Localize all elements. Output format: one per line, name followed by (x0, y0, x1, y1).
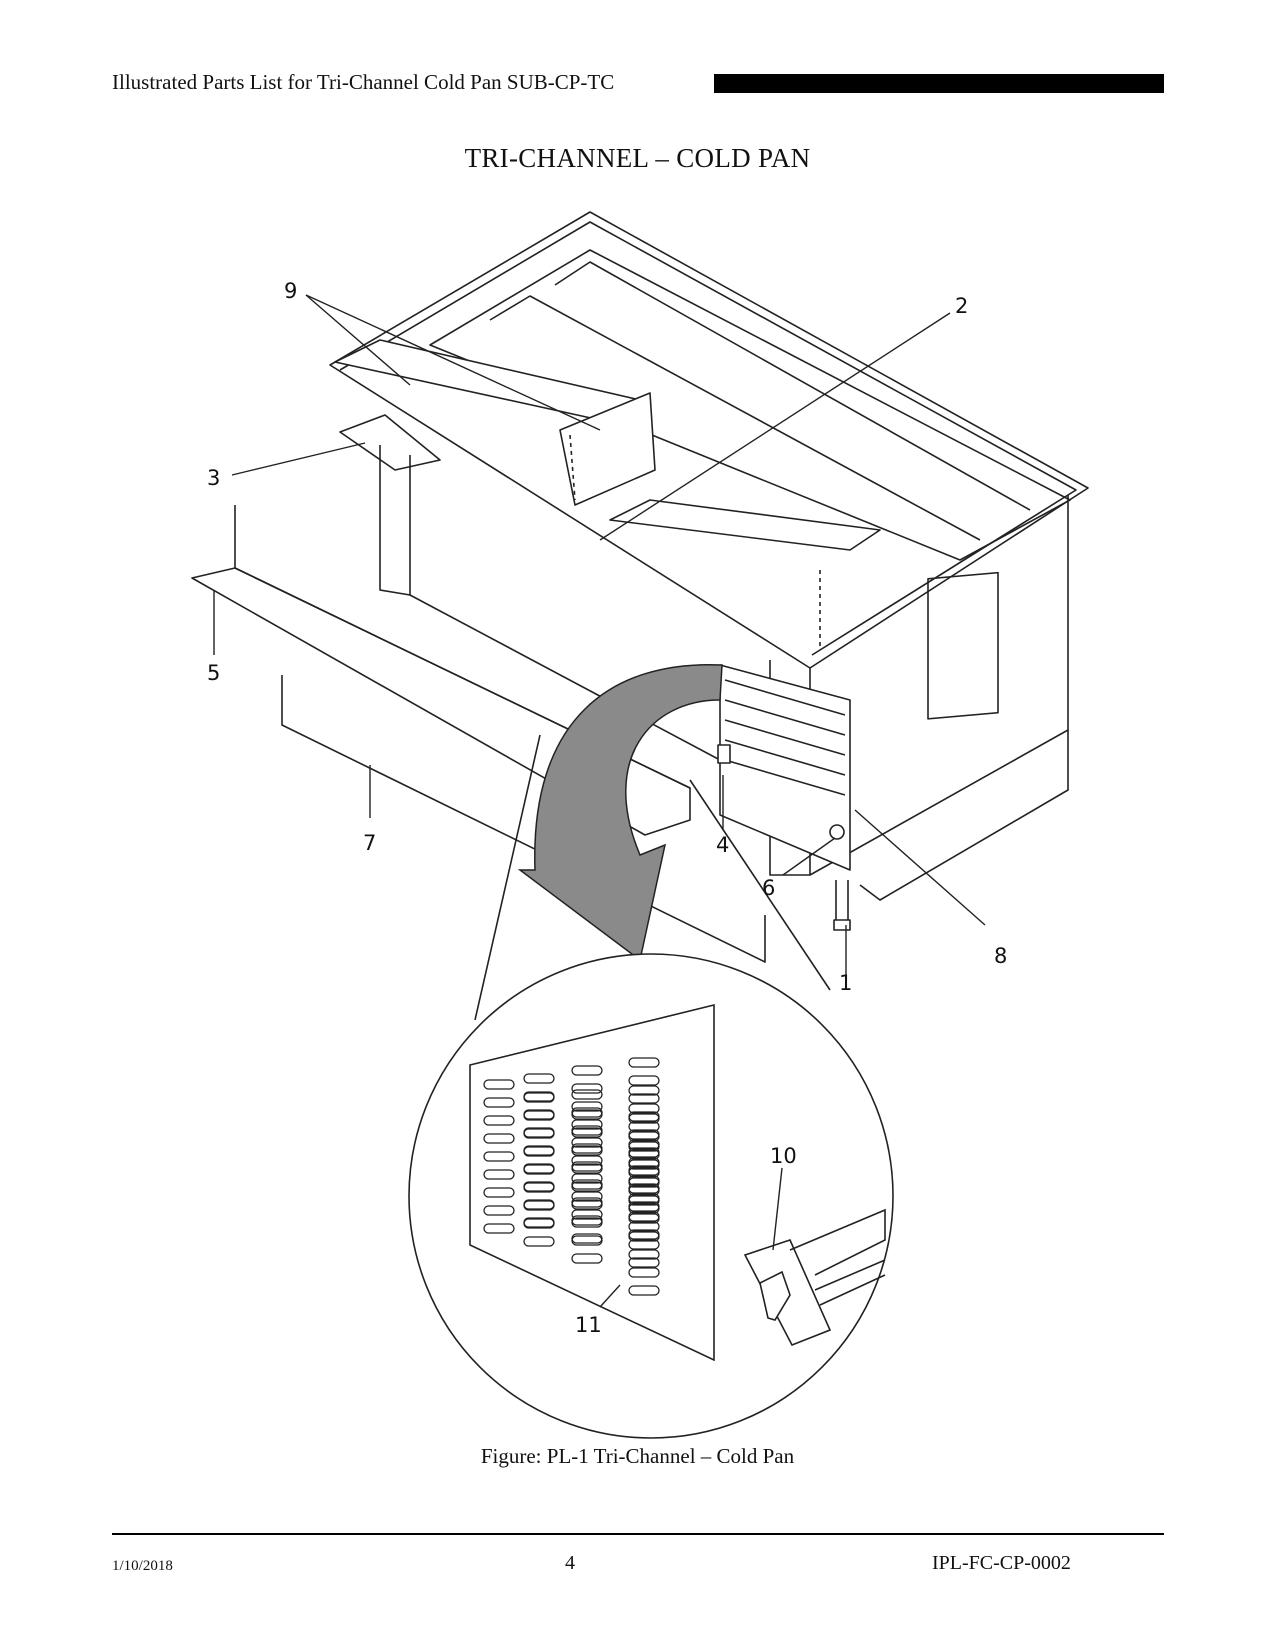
callout-7: 7 (363, 831, 376, 855)
callout-5: 5 (207, 661, 220, 685)
callout-2: 2 (955, 294, 968, 318)
callout-9: 9 (284, 279, 297, 303)
grille-slots (483, 1057, 660, 1296)
callout-3: 3 (207, 466, 220, 490)
leg (835, 880, 849, 926)
shelf (339, 414, 441, 471)
callout-10: 10 (770, 1144, 797, 1168)
callout-4: 4 (716, 833, 729, 857)
footer-doc-id: IPL-FC-CP-0002 (932, 1552, 1071, 1574)
footer-date: 1/10/2018 (112, 1558, 173, 1574)
footer-rule (112, 1533, 1164, 1535)
lid-right (609, 499, 881, 551)
footer-page-number: 4 (565, 1552, 575, 1574)
top-frame (329, 211, 1089, 669)
callout-6: 6 (762, 876, 775, 900)
callout-8: 8 (994, 944, 1007, 968)
figure-caption: Figure: PL-1 Tri-Channel – Cold Pan (480, 1444, 795, 1468)
callout-labels: 1 2 3 4 5 6 7 8 9 10 11 (207, 279, 1007, 1337)
vent-grille (469, 1003, 715, 1362)
callout-1: 1 (839, 971, 852, 995)
page-title: TRI-CHANNEL – COLD PAN (464, 143, 811, 173)
header-title: Illustrated Parts List for Tri-Channel C… (112, 70, 615, 94)
header-bar (714, 74, 1164, 93)
zoom-arrow (517, 663, 723, 962)
side-panel (927, 571, 999, 720)
callout-11: 11 (575, 1313, 602, 1337)
kick-plate (281, 675, 766, 963)
